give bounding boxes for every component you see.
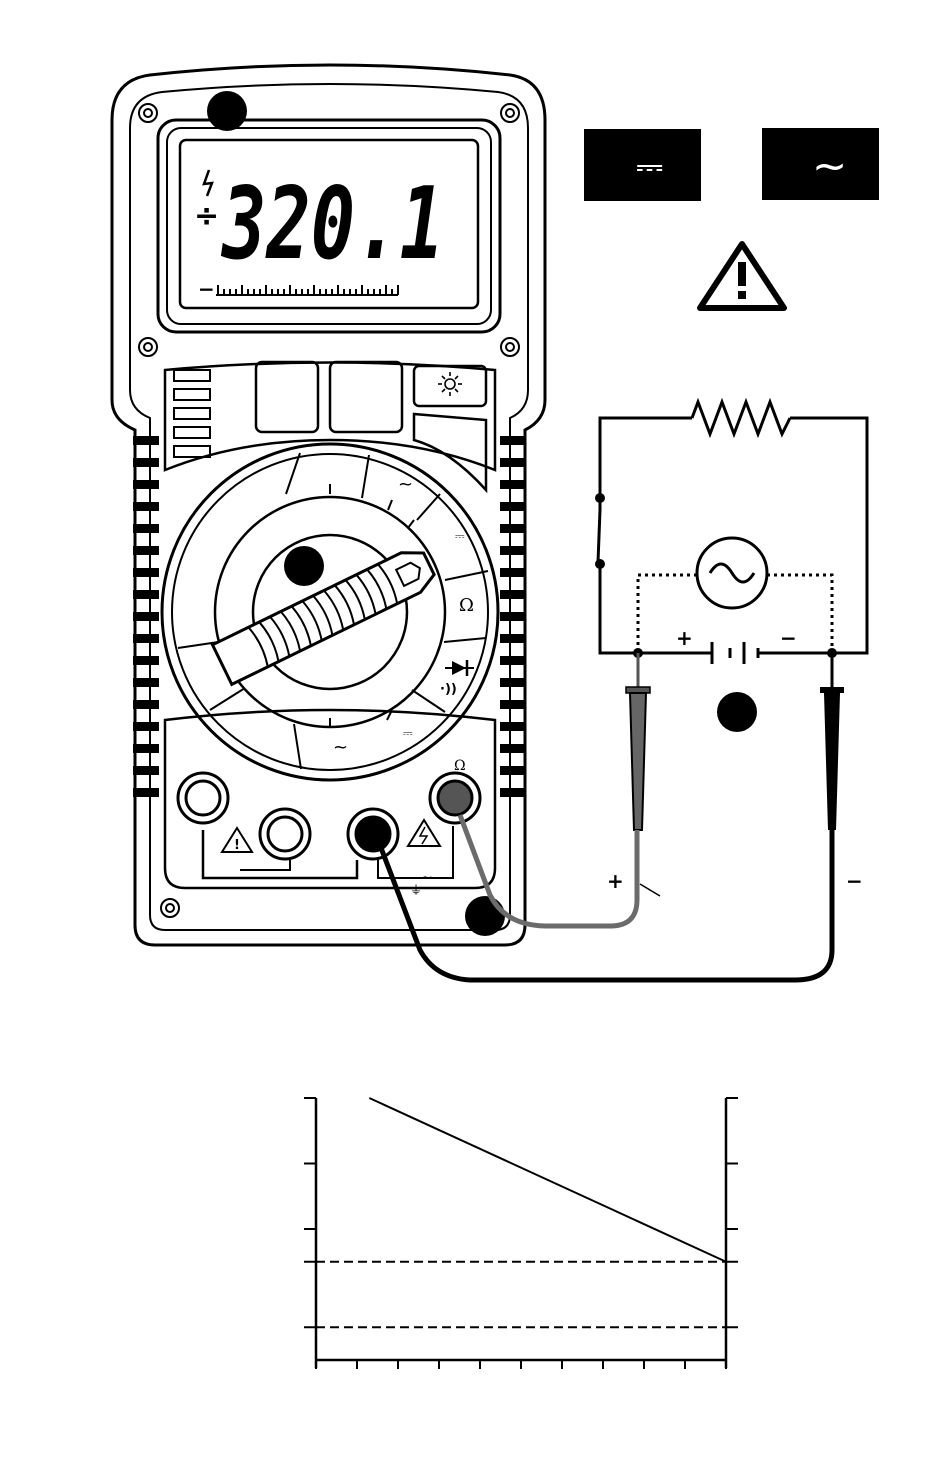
battery-minus-label: − [780,626,797,650]
button-1[interactable] [256,362,318,432]
lead-plus-label: + [607,869,624,893]
callout-dot-jack [465,896,505,936]
callout-dot-circuit [717,692,757,732]
callout-dot-dial [284,546,324,586]
diode-icon [445,660,474,676]
dial-label-continuity: ·)) [440,682,457,697]
battery-plus-label: + [676,626,693,650]
derating-chart [304,1098,738,1369]
wire-top [600,418,692,498]
lcd-hv-icon [204,170,212,196]
series-line-0 [369,1098,726,1262]
resistor-icon [692,402,790,434]
lcd-display: 320.1 ÷ − [194,165,444,301]
dc-mode-symbol: ⎓ [636,147,663,187]
high-voltage-icon [408,820,440,846]
lcd-minus: − [198,277,215,301]
lcd-sign: ÷ [194,199,219,234]
ac-mode-symbol: ~ [812,141,847,190]
dial-label-ac-top: ~ [398,474,413,495]
terminal-label-com: ⏚ [410,883,422,897]
warning-icon: ! [222,828,252,853]
bargraph [216,285,398,295]
switch-icon [598,500,600,562]
button-3[interactable] [414,414,486,490]
range-indicator-slots [174,370,210,457]
dial-label-ac-bottom: ~ [333,737,348,758]
selector-knob[interactable] [213,544,439,684]
terminal-label-ohm: Ω [454,758,466,774]
grip-ribs-right [500,436,526,797]
lcd-reading: 320.1 [221,165,444,282]
grip-ribs-left [133,436,159,797]
sun-icon [438,372,462,396]
ac-source-icon [697,538,767,608]
circuit [598,402,867,664]
dotted-alt-path [638,575,832,650]
lead-minus-label: − [846,869,863,893]
callout-dot-display [207,91,247,131]
dial-label-dc-top: ⎓ [455,529,465,543]
terminal-label-acdc: ~ [421,870,433,886]
caution-triangle-icon [700,244,784,308]
dial-label-dc-bottom: ⎓ [403,726,413,740]
svg-text:!: ! [234,838,240,853]
dial-label-ohm: Ω [459,595,474,616]
button-2[interactable] [330,362,402,432]
